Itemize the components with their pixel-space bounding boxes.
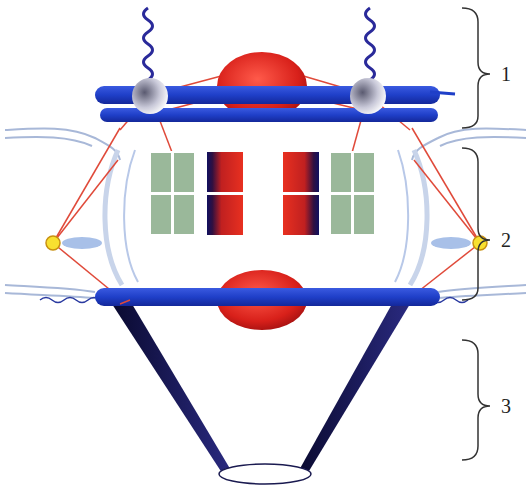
- callout-number: 1: [501, 64, 511, 84]
- callout-number: 3: [501, 396, 511, 416]
- bracket: [462, 8, 490, 460]
- callout-number: 2: [501, 230, 511, 250]
